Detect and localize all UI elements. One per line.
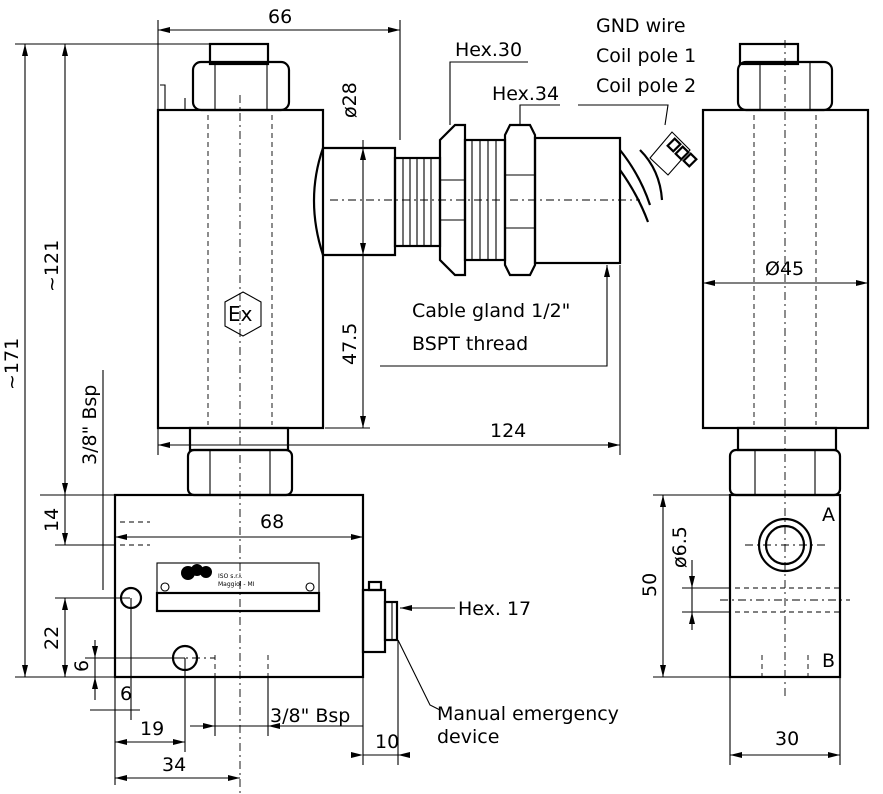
coil-boss	[312, 146, 397, 257]
label-manual-1: Manual emergency	[437, 703, 619, 725]
hex34-nut	[503, 123, 537, 277]
label-manual-2: device	[437, 726, 499, 748]
valve-block	[113, 493, 365, 679]
dim-bsp-left: 3/8" Bsp	[79, 385, 101, 465]
dim-68: 68	[260, 511, 284, 533]
dim-14: 14	[41, 508, 63, 532]
label-coil-pole-1: Coil pole 1	[596, 45, 696, 67]
dim-10: 10	[375, 731, 399, 753]
dim-bsp-bottom: 3/8" Bsp	[270, 705, 350, 727]
arrowheads	[22, 27, 868, 781]
dim-dia6-5: ø6.5	[669, 526, 691, 568]
port-b-label: B	[822, 650, 835, 672]
side-top-nut	[736, 60, 834, 112]
label-gnd-wire: GND wire	[596, 15, 686, 37]
dim-124: 124	[490, 420, 526, 442]
dim-50: 50	[639, 573, 661, 597]
label-hex17: Hex. 17	[458, 598, 531, 620]
plate-line2: Maggiol - MI	[218, 581, 255, 588]
dim-dia28: ø28	[339, 82, 361, 118]
ex-hexagon-icon: Ex	[224, 291, 262, 337]
dim-121: ~121	[41, 240, 63, 292]
top-nut	[160, 42, 291, 112]
dim-30: 30	[775, 728, 799, 750]
ex-mark: Ex	[228, 302, 253, 326]
dim-hex34: Hex.34	[492, 83, 559, 105]
label-coil-pole-2: Coil pole 2	[596, 75, 696, 97]
dim-19: 19	[140, 718, 164, 740]
dim-22: 22	[41, 626, 63, 650]
dim-171: ~171	[1, 338, 23, 390]
cable-gland	[533, 136, 622, 265]
plate-line1: ISO s.r.l.	[218, 573, 243, 580]
label-cable-gland-2: BSPT thread	[412, 333, 528, 355]
dim-6-horizontal: 6	[120, 683, 132, 705]
hex30-nut	[438, 123, 467, 277]
wires-icon	[619, 131, 698, 223]
port-a-label: A	[822, 504, 835, 526]
dim-6-vertical: 6	[71, 660, 93, 672]
dim-66: 66	[268, 6, 292, 28]
label-cable-gland-1: Cable gland 1/2"	[412, 300, 570, 322]
coil-body	[156, 108, 325, 430]
manual-emergency-device	[361, 588, 387, 654]
dim-hex30: Hex.30	[455, 39, 522, 61]
dim-34: 34	[162, 754, 186, 776]
dim-dia45: Ø45	[765, 258, 804, 280]
iso-logo-icon	[181, 564, 212, 580]
dim-47-5: 47.5	[339, 323, 361, 365]
side-valve-block	[728, 493, 842, 679]
dimension-lines	[15, 20, 868, 785]
